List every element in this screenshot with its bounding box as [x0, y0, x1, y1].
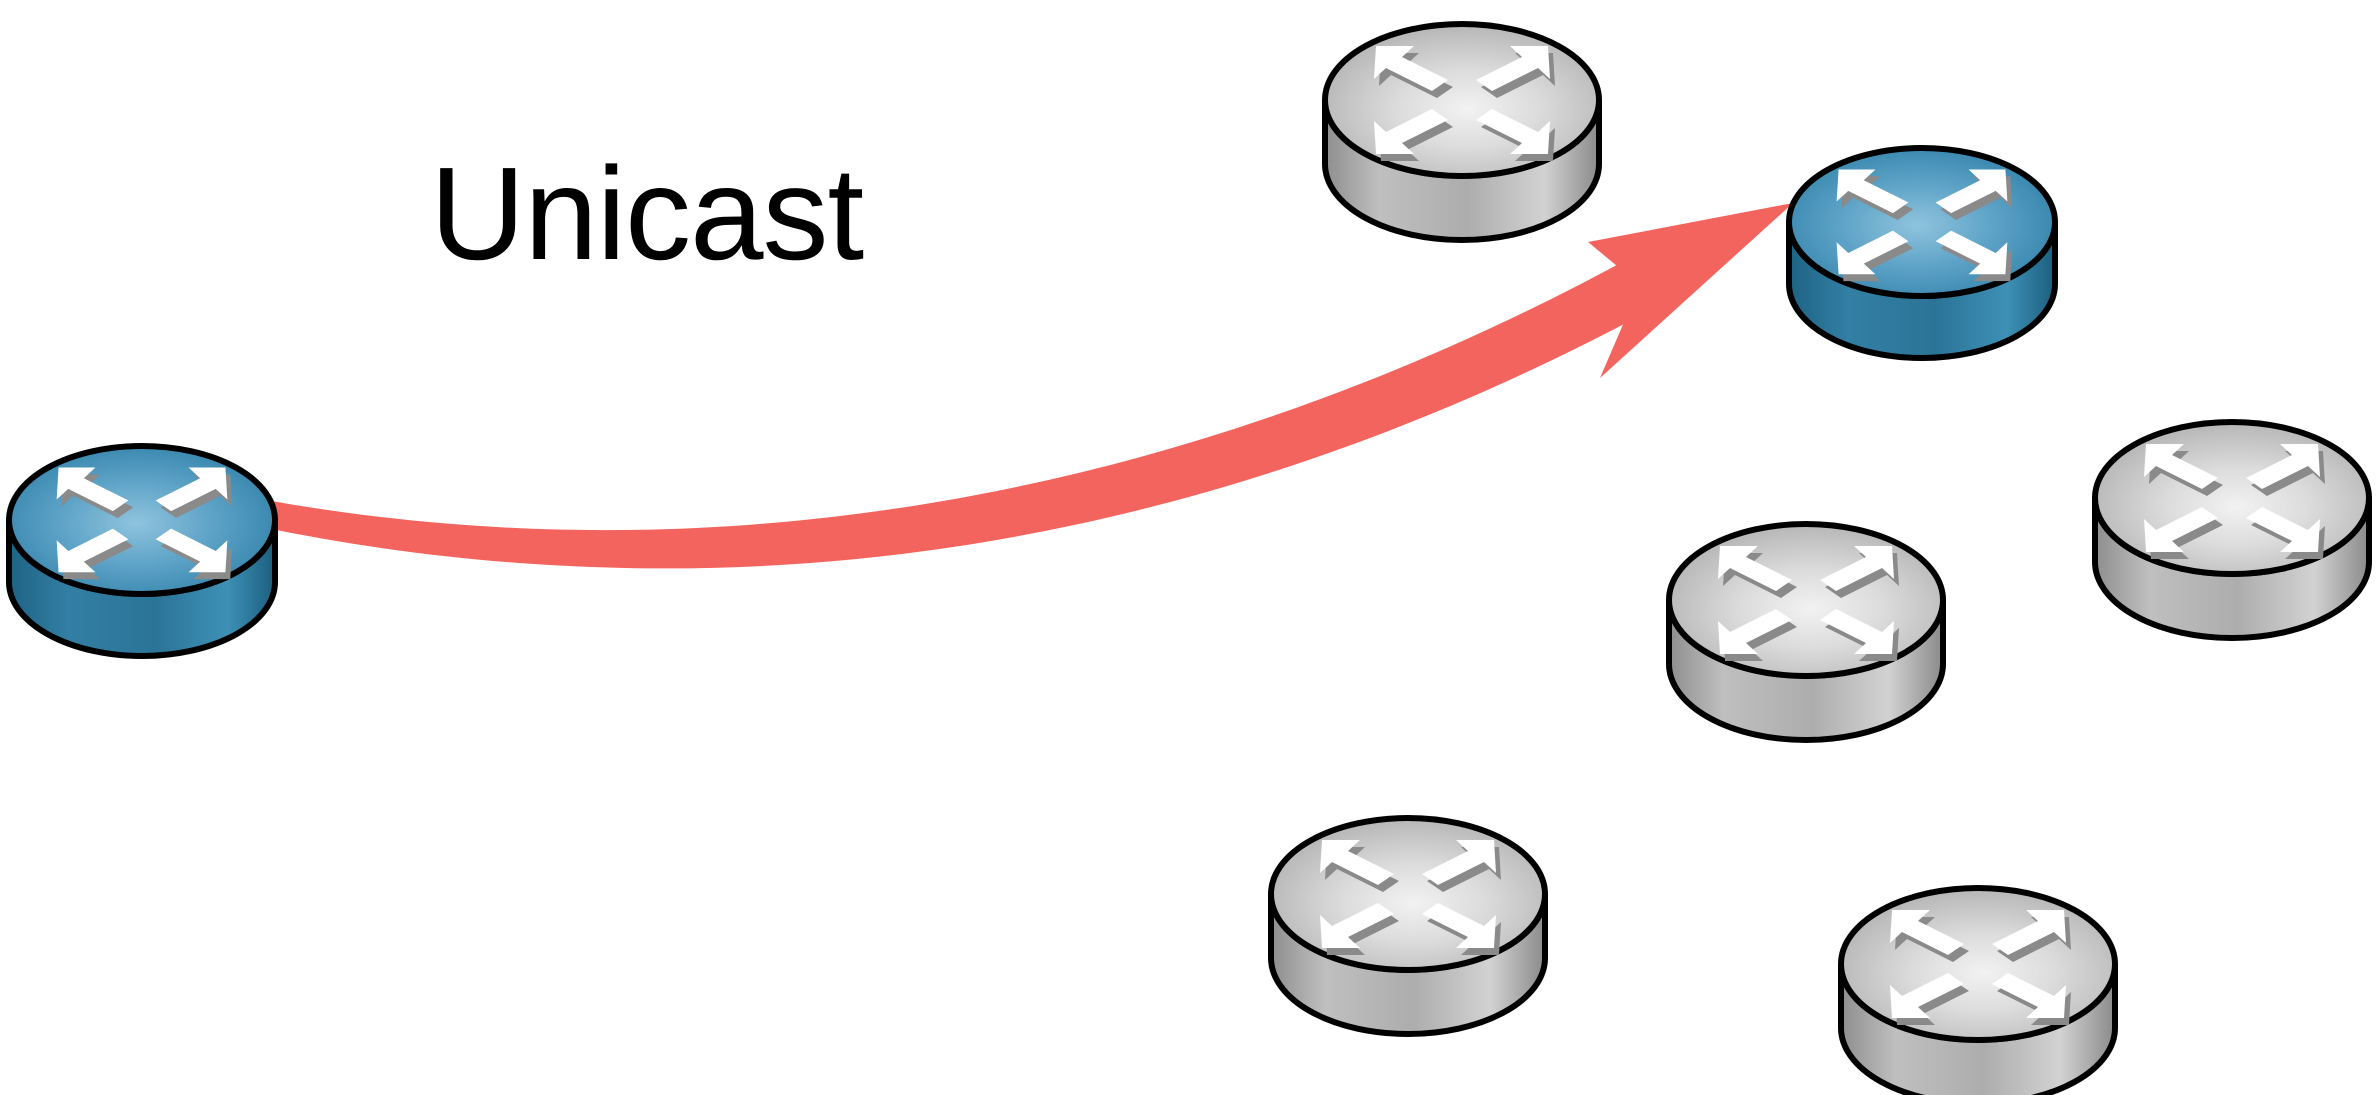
router-body-top: [1268, 815, 1548, 973]
router-idle-mid-center[interactable]: [1666, 521, 1946, 743]
router-body-top: [6, 443, 278, 597]
router-body-top: [2092, 419, 2372, 577]
router-body-top: [1786, 145, 2058, 299]
router-idle-bottom-left[interactable]: [1268, 815, 1548, 1037]
router-body-top: [1322, 21, 1602, 179]
router-idle-top-center[interactable]: [1322, 21, 1602, 243]
unicast-arrow-shaft: [266, 248, 1676, 569]
router-idle-bottom-right[interactable]: [1838, 885, 2118, 1095]
unicast-flow-arrow[interactable]: [266, 203, 1793, 569]
router-idle-mid-right[interactable]: [2092, 419, 2372, 641]
router-body-top: [1838, 885, 2118, 1043]
router-source-blue[interactable]: [6, 443, 278, 659]
unicast-arrow-head: [1588, 203, 1793, 378]
router-body-top: [1666, 521, 1946, 679]
router-destination-blue[interactable]: [1786, 145, 2058, 361]
page-title: Unicast: [430, 140, 864, 287]
